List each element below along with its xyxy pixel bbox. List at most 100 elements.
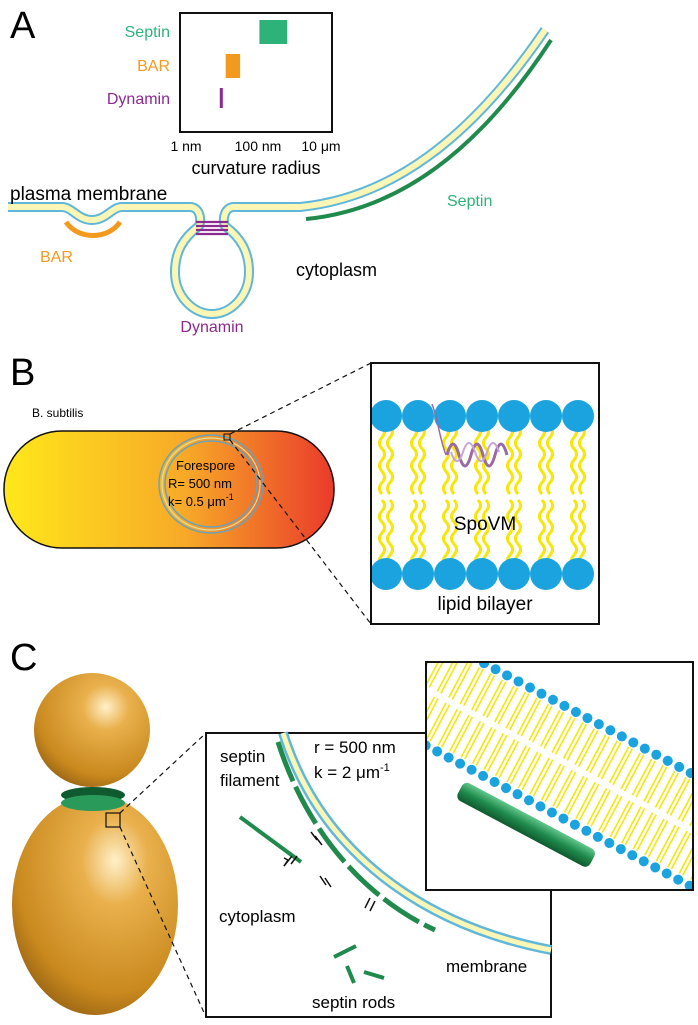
- lipid-tail: [539, 709, 561, 747]
- lipid-head: [685, 768, 693, 779]
- lipid-tail: [437, 708, 459, 746]
- lipid-tail: [531, 705, 553, 743]
- label-septin-rods: septin rods: [312, 993, 395, 1012]
- lipid-tail: [448, 662, 469, 698]
- lipid-tail: [681, 784, 693, 822]
- lipid-tail: [384, 680, 403, 716]
- lipid-tail: [577, 730, 599, 767]
- inset-tick-1nm: 1 nm: [170, 138, 201, 154]
- inset-label-dynamin: Dynamin: [107, 91, 170, 108]
- lipid-tail: [498, 741, 520, 778]
- lipid-tail: [552, 769, 573, 807]
- lipid-tail: [474, 675, 496, 713]
- lipid-head: [569, 819, 580, 830]
- membrane-bound-septin: [275, 741, 437, 933]
- lipid-head: [489, 776, 500, 787]
- lipid-tail: [428, 662, 450, 688]
- lipid-head: [628, 737, 639, 748]
- lipid-tail: [608, 746, 630, 784]
- lipid-tail: [403, 637, 422, 673]
- lipid-tail: [395, 633, 414, 669]
- lipid-tail: [483, 733, 505, 771]
- lipid-head: [434, 558, 466, 590]
- lipid-tail: [482, 498, 490, 568]
- label-septin: Septin: [447, 193, 492, 210]
- zoom-line-top-c: [119, 732, 207, 814]
- lipid-tail: [396, 686, 415, 722]
- lipid-tail: [666, 776, 687, 814]
- lipid-tail: [410, 498, 418, 568]
- lipid-tail: [509, 747, 531, 785]
- lipid-head: [616, 731, 627, 742]
- inset-frame: [179, 12, 333, 133]
- septin-rods: [333, 944, 385, 984]
- lipid-tail: [555, 771, 577, 809]
- lipid-head: [661, 868, 672, 879]
- lipid-head: [558, 813, 569, 824]
- lipid-head: [673, 874, 684, 885]
- lipid-head: [570, 706, 581, 717]
- lipid-tail: [391, 631, 410, 667]
- lipid-tail: [528, 703, 550, 741]
- inset-label-bar: BAR: [137, 58, 170, 75]
- lipid-tail: [426, 662, 446, 686]
- lipid-head: [605, 725, 616, 736]
- lipid-tail: [426, 662, 438, 682]
- inset-tick-100nm: 100 nm: [235, 138, 282, 154]
- lipid-head: [502, 670, 513, 681]
- lipid-tail: [659, 826, 680, 864]
- lipid-tail: [631, 758, 653, 796]
- panel-c-letter: C: [10, 637, 37, 679]
- dynamin-rings: [196, 220, 228, 236]
- lipid-tail: [624, 808, 646, 846]
- lipid-tail: [386, 498, 394, 568]
- lipid-tail: [451, 662, 473, 700]
- label-membrane-c: membrane: [446, 957, 527, 976]
- lipid-tail: [563, 775, 585, 813]
- lipid-head: [651, 749, 662, 760]
- lipid-tail: [574, 728, 595, 766]
- lipid-head: [627, 850, 638, 861]
- lipid-head: [559, 700, 570, 711]
- bar-protein: [63, 220, 123, 238]
- lipid-tail: [566, 723, 588, 761]
- lipid-head: [420, 626, 434, 640]
- lipid-tail: [471, 726, 493, 764]
- zoom-line-bottom-b: [229, 439, 372, 625]
- lipid-tail: [546, 425, 554, 495]
- panel-b-letter: B: [10, 352, 35, 394]
- lipid-tail: [475, 728, 497, 766]
- lipid-head: [662, 755, 673, 766]
- lipid-tail: [538, 425, 546, 495]
- lipid-head: [466, 558, 498, 590]
- lipid-head: [512, 789, 523, 800]
- lipid-tail: [493, 685, 515, 723]
- lipid-tail: [643, 764, 664, 802]
- lipid-tail: [378, 425, 386, 495]
- zoom-line-bottom-c: [119, 826, 207, 1018]
- lipid-tail: [429, 704, 451, 742]
- lipid-tail: [392, 685, 411, 721]
- lipid-tail: [514, 425, 522, 495]
- lipid-head: [582, 713, 593, 724]
- lipid-tail: [589, 736, 611, 774]
- lipid-head: [525, 682, 536, 693]
- lipid-tail: [544, 765, 565, 803]
- lipid-tail: [646, 766, 668, 804]
- lipid-tail: [474, 498, 482, 568]
- lipid-tail: [578, 498, 586, 568]
- inset-tick-10um: 10 μm: [301, 138, 340, 154]
- lipid-tail: [486, 734, 508, 772]
- lipid-tail: [482, 679, 504, 717]
- lipid-tail: [441, 710, 462, 748]
- lipid-tail: [426, 698, 439, 736]
- forespore-title: Forespore: [176, 458, 235, 473]
- inset-range-dynamin: [219, 88, 223, 108]
- lipid-tail: [426, 662, 427, 676]
- septin-rod-3d: [457, 782, 595, 867]
- lipid-head: [547, 694, 558, 705]
- lipid-tail: [654, 770, 676, 808]
- inset-xlabel: curvature radius: [191, 158, 320, 178]
- lipid-head: [593, 719, 604, 730]
